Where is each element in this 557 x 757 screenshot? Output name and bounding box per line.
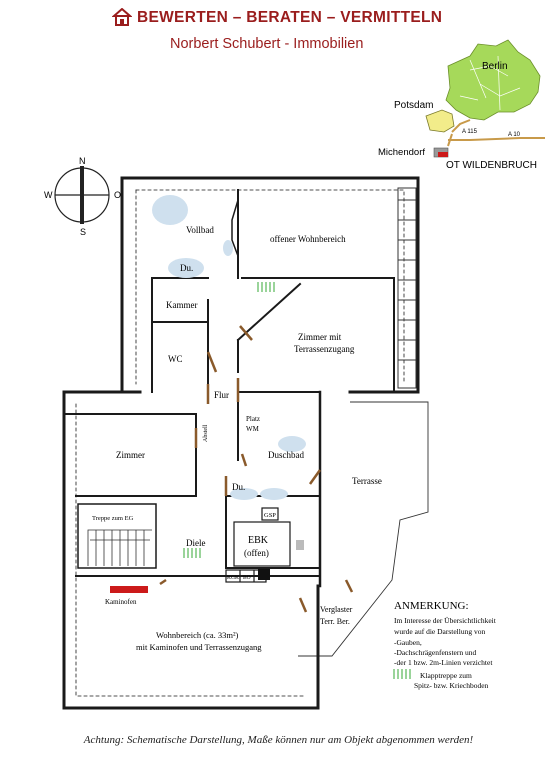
- room-wohnbereich-2: mit Kaminofen und Terrassenzugang: [136, 642, 262, 652]
- label-verglaster-1: Verglaster: [320, 605, 353, 614]
- kaminofen-icon: [110, 586, 148, 593]
- room-zimmer-terrasse-2: Terrassenzugang: [294, 344, 355, 354]
- label-verglaster-2: Terr. Ber.: [320, 617, 350, 626]
- room-treppe: Treppe zum EG: [92, 515, 134, 522]
- logo-house-icon: [111, 7, 133, 31]
- map-label-ot: OT WILDENBRUCH: [446, 160, 537, 171]
- note-heading: ANMERKUNG:: [394, 600, 469, 612]
- map-label-potsdam: Potsdam: [394, 100, 433, 111]
- room-zimmer: Zimmer: [116, 450, 145, 460]
- room-wc: WC: [168, 354, 183, 364]
- page-subtitle: Norbert Schubert - Immobilien: [170, 36, 364, 52]
- note-line: wurde auf die Darstellung von: [394, 627, 485, 636]
- room-du1: Du.: [180, 263, 193, 273]
- compass-rose-icon: N S W O: [44, 156, 121, 237]
- note-line: -Gauben,: [394, 638, 422, 647]
- location-map: Berlin Potsdam A 115 A 10 Michendorf OT …: [378, 39, 545, 171]
- staircase: [87, 529, 152, 566]
- room-diele: Diele: [186, 538, 206, 548]
- appliance-icon: [296, 540, 304, 550]
- kitchen-bo: BO: [243, 575, 251, 581]
- room-terrasse: Terrasse: [352, 476, 382, 486]
- kitchen-ebk: EBK: [248, 535, 269, 546]
- doors: [159, 325, 354, 613]
- room-vollbad: Vollbad: [186, 225, 214, 235]
- annotation-note: ANMERKUNG: Im Interesse der Übersichtlic…: [394, 600, 497, 690]
- compass-o: O: [114, 190, 121, 200]
- shower-areas: [152, 195, 306, 500]
- berlin-area: [445, 39, 541, 121]
- note-line: Im Interesse der Übersichtlichkeit: [394, 616, 497, 625]
- room-wm: WM: [246, 425, 260, 433]
- room-wohnbereich-offen: offener Wohnbereich: [270, 234, 346, 244]
- room-zimmer-terrasse-1: Zimmer mit: [298, 332, 342, 342]
- room-kammer: Kammer: [166, 300, 198, 310]
- kitchen-gsp: GSP: [264, 512, 276, 519]
- compass-n: N: [79, 156, 86, 166]
- room-abstell: Abstell: [203, 424, 209, 442]
- room-platz: Platz: [246, 415, 260, 423]
- klapptreppe-markers: [183, 282, 411, 679]
- footer-disclaimer: Achtung: Schematische Darstellung, Maße …: [83, 734, 474, 746]
- map-label-berlin: Berlin: [482, 61, 508, 72]
- kitchen-kgk: KGK: [227, 575, 239, 581]
- map-label-a10: A 10: [508, 132, 521, 138]
- label-kaminofen: Kaminofen: [105, 598, 137, 606]
- room-duschbad: Duschbad: [268, 450, 304, 460]
- room-flur: Flur: [214, 390, 229, 400]
- note-line: -der 1 bzw. 2m-Linien verzichtet: [394, 658, 493, 667]
- legend-klapptreppe-1: Klapptreppe zum: [420, 671, 472, 680]
- compass-s: S: [80, 227, 86, 237]
- map-label-a115: A 115: [462, 129, 478, 135]
- room-du2: Du.: [232, 482, 245, 492]
- compass-w: W: [44, 190, 53, 200]
- note-line: -Dachschrägenfenstern und: [394, 648, 477, 657]
- stove-icon: [258, 569, 270, 580]
- map-label-michendorf: Michendorf: [378, 147, 425, 158]
- kitchen-offen: (offen): [244, 548, 269, 558]
- page-title: BEWERTEN – BERATEN – VERMITTELN: [137, 9, 443, 26]
- walls: [62, 176, 420, 710]
- potsdam-area: [425, 109, 455, 133]
- room-wohnbereich-1: Wohnbereich (ca. 33m²): [156, 630, 239, 640]
- balcony-rail: [397, 187, 417, 389]
- legend-klapptreppe-2: Spitz- bzw. Kriechboden: [414, 681, 489, 690]
